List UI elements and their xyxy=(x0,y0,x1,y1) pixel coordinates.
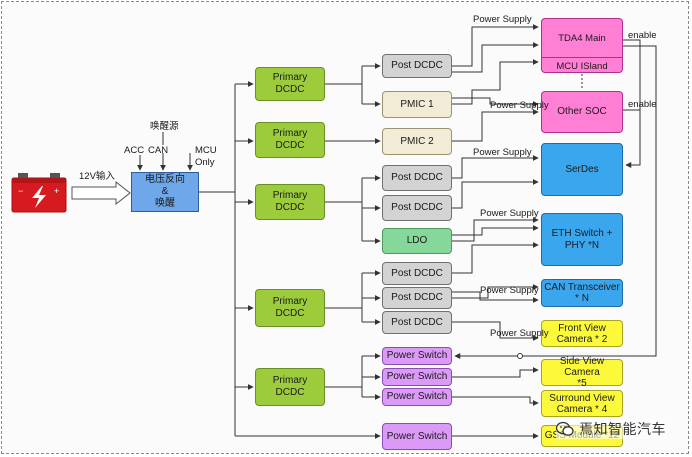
pmic-1: PMIC 1 xyxy=(382,91,452,118)
converter-line-3: 唤醒 xyxy=(155,198,175,209)
eth-line-1: ETH Switch + xyxy=(551,227,613,239)
power-switch-2: Power Switch xyxy=(382,368,452,386)
wechat-icon xyxy=(556,421,574,436)
acc-label: ACC xyxy=(124,145,145,156)
primary-dcdc-5: Primary DCDC xyxy=(255,368,325,406)
watermark: 焉知智能汽车 xyxy=(556,419,666,439)
tda4-main-label: TDA4 Main xyxy=(558,32,606,44)
power-supply-label-serdes: Power Supply xyxy=(473,147,532,158)
enable-label-1: enable xyxy=(628,30,657,41)
converter-line-2: & xyxy=(161,186,169,197)
wake-source-label: 唤醒源 xyxy=(150,121,179,132)
mcu-only-label-1: MCU xyxy=(195,145,217,156)
voltage-input-label: 12V输入 xyxy=(79,171,115,182)
post-dcdc-1: Post DCDC xyxy=(382,54,452,78)
other-soc: Other SOC xyxy=(541,91,623,133)
battery-icon: − + xyxy=(11,173,67,213)
surround-line-1: Surround View xyxy=(549,392,615,404)
side-line-2: *5 xyxy=(577,378,587,389)
can-transceiver: CAN Transceiver * N xyxy=(541,279,623,307)
eth-switch-phy: ETH Switch + PHY *N xyxy=(541,213,623,266)
primary-dcdc-3: Primary DCDC xyxy=(255,184,325,220)
power-supply-label-front: Power Supply xyxy=(490,328,549,339)
front-line-2: Camera * 2 xyxy=(556,333,608,345)
post-dcdc-5: Post DCDC xyxy=(382,287,452,309)
surround-line-2: Camera * 4 xyxy=(556,403,608,415)
mcu-only-label-2: Only xyxy=(195,157,215,168)
power-switch-1: Power Switch xyxy=(382,347,452,365)
converter-line-1: 电压反向 xyxy=(145,174,185,185)
power-supply-label-eth: Power Supply xyxy=(480,208,539,219)
serdes: SerDes xyxy=(541,143,623,196)
power-supply-label-can: Power Supply xyxy=(480,285,539,296)
enable-label-2: enable xyxy=(628,99,657,110)
post-dcdc-4: Post DCDC xyxy=(382,262,452,285)
can-line-1: CAN Transceiver xyxy=(544,282,620,293)
post-dcdc-6: Post DCDC xyxy=(382,311,452,334)
input-arrow xyxy=(71,180,131,206)
power-supply-label-tda4: Power Supply xyxy=(473,14,532,25)
side-line-1: Side View Camera xyxy=(559,356,605,378)
watermark-text: 焉知智能汽车 xyxy=(579,421,666,437)
front-view-camera: Front View Camera * 2 xyxy=(541,320,623,347)
power-supply-label-soc: Power Supply xyxy=(490,100,549,111)
pmic-2: PMIC 2 xyxy=(382,128,452,155)
side-view-camera: Side View Camera *5 xyxy=(541,356,623,389)
front-line-1: Front View xyxy=(558,322,606,334)
svg-text:+: + xyxy=(54,186,59,196)
surround-view-camera: Surround View Camera * 4 xyxy=(541,390,623,417)
mcu-island-label: MCU ISland xyxy=(542,57,622,74)
tda4-soc: TDA4 Main MCU ISland xyxy=(541,18,623,73)
can-line-2: * N xyxy=(575,293,589,304)
reverse-voltage-wake-block: 电压反向 & 唤醒 xyxy=(131,172,199,212)
can-label: CAN xyxy=(148,145,169,156)
post-dcdc-2: Post DCDC xyxy=(382,165,452,191)
primary-dcdc-2: Primary DCDC xyxy=(255,122,325,158)
post-dcdc-3: Post DCDC xyxy=(382,195,452,221)
power-switch-3: Power Switch xyxy=(382,388,452,406)
power-switch-4: Power Switch xyxy=(382,423,452,450)
primary-dcdc-4: Primary DCDC xyxy=(255,289,325,327)
ldo: LDO xyxy=(382,228,452,254)
svg-text:−: − xyxy=(18,186,23,196)
eth-line-2: PHY *N xyxy=(564,239,600,251)
primary-dcdc-1: Primary DCDC xyxy=(255,67,325,101)
